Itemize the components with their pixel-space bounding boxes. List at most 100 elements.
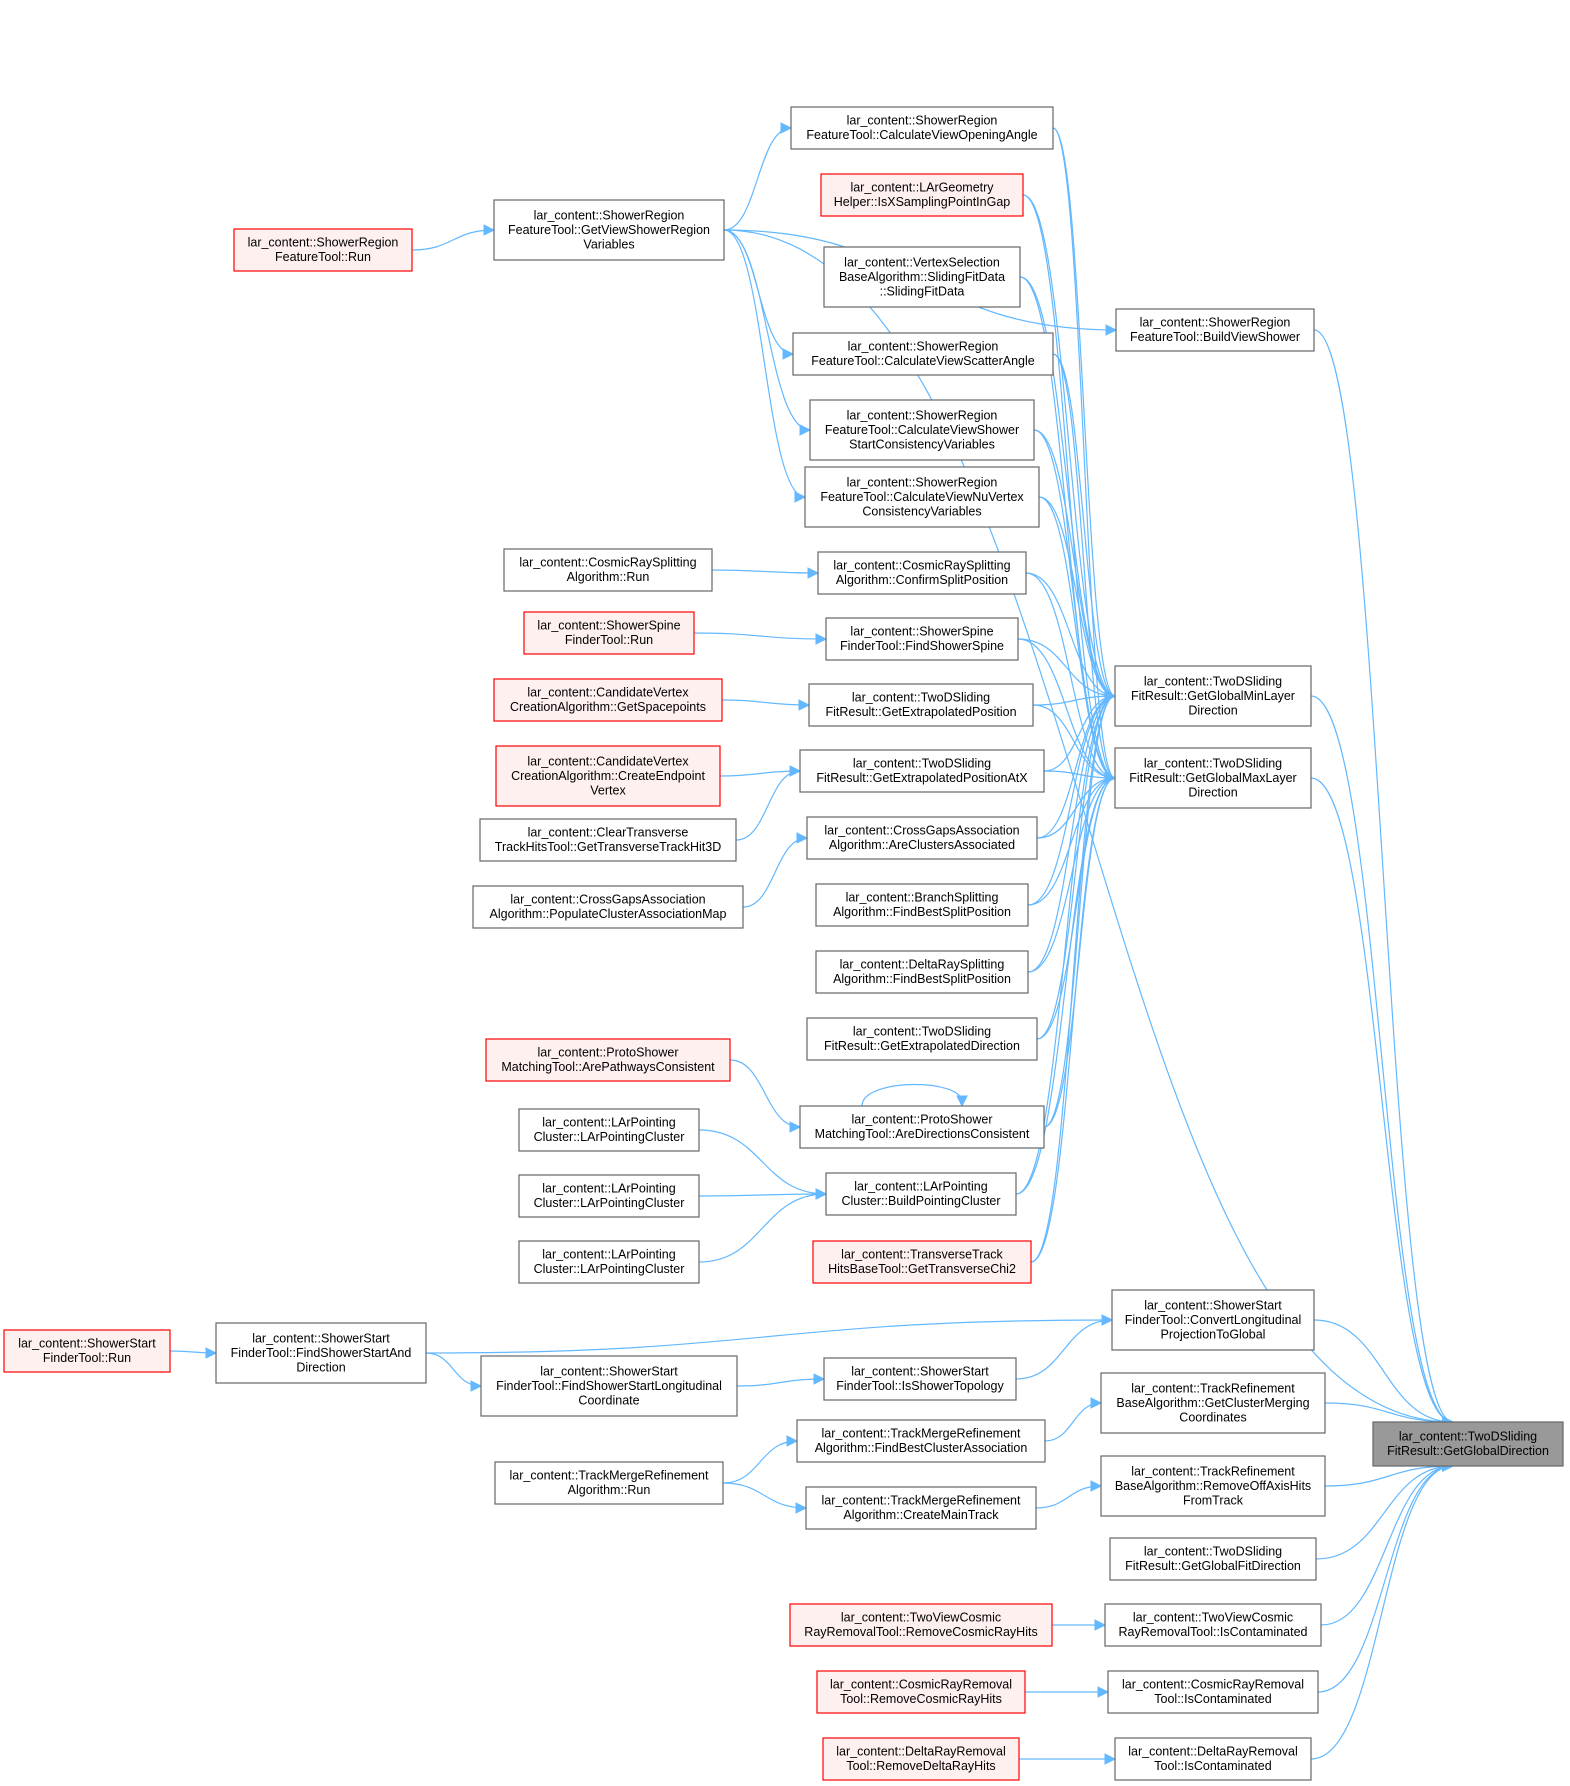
node-bsa[interactable]: lar_content::BranchSplittingAlgorithm::F… — [815, 883, 1029, 927]
node-minlayer[interactable]: lar_content::TwoDSlidingFitResult::GetGl… — [1114, 665, 1312, 727]
edge-arrowhead — [470, 1380, 483, 1392]
edge-cga_pcam-to-cga_aca — [742, 837, 808, 908]
node-maxlayer[interactable]: lar_content::TwoDSlidingFitResult::GetGl… — [1114, 747, 1312, 809]
node-lgeo[interactable]: lar_content::LArGeometryHelper::IsXSampl… — [820, 173, 1024, 217]
node-drrt_rdrh[interactable]: lar_content::DeltaRayRemovalTool::Remove… — [822, 1737, 1020, 1781]
node-ssft_clpg[interactable]: lar_content::ShowerStartFinderTool::Conv… — [1111, 1289, 1315, 1351]
node-label-line: Cluster::LArPointingCluster — [534, 1130, 685, 1144]
node-label-line: lar_content::LArPointing — [542, 1182, 675, 1196]
edge-arrowhead — [795, 1502, 808, 1514]
node-cga_aca[interactable]: lar_content::CrossGapsAssociationAlgorit… — [806, 816, 1038, 860]
node-tthb[interactable]: lar_content::TransverseTrackHitsBaseTool… — [812, 1240, 1032, 1284]
node-box — [825, 617, 1019, 661]
edge-tmra_run-to-tmra_fbca — [722, 1440, 798, 1484]
node-label-line: Helper::IsXSamplingPointInGap — [834, 195, 1011, 209]
edge-cth-to-tdsf_gepx — [735, 770, 801, 841]
node-lpc3[interactable]: lar_content::LArPointingCluster::LArPoin… — [518, 1240, 700, 1284]
node-label-line: lar_content::TrackMergeRefinement — [822, 1427, 1021, 1441]
node-lpc1[interactable]: lar_content::LArPointingCluster::LArPoin… — [518, 1108, 700, 1152]
node-psmt_apc[interactable]: lar_content::ProtoShowerMatchingTool::Ar… — [485, 1038, 731, 1082]
node-tdsf_gfd[interactable]: lar_content::TwoDSlidingFitResult::GetGl… — [1109, 1537, 1317, 1581]
node-label-line: Algorithm::FindBestSplitPosition — [833, 905, 1011, 919]
edge-bvs-to-root — [1313, 329, 1453, 1423]
node-psmt_adc[interactable]: lar_content::ProtoShowerMatchingTool::Ar… — [799, 1105, 1045, 1149]
node-crrt_ic[interactable]: lar_content::CosmicRayRemovalTool::IsCon… — [1107, 1670, 1319, 1714]
node-label-line: RayRemovalTool::IsContaminated — [1119, 1625, 1308, 1639]
node-tmra_fbca[interactable]: lar_content::TrackMergeRefinementAlgorit… — [796, 1419, 1046, 1463]
node-box — [523, 611, 695, 655]
node-label-line: BaseAlgorithm::GetClusterMerging — [1116, 1396, 1309, 1410]
edge-cga_aca-to-maxlayer — [1036, 777, 1116, 839]
edge-cvssc-to-maxlayer — [1033, 429, 1116, 779]
node-tmra_cmt[interactable]: lar_content::TrackMergeRefinementAlgorit… — [805, 1486, 1037, 1530]
edge-arrowhead — [1097, 1686, 1110, 1698]
edge-ssft_fsslc-to-ssft_ist — [736, 1378, 825, 1387]
node-vsba[interactable]: lar_content::VertexSelectionBaseAlgorith… — [823, 246, 1021, 308]
node-cvssc[interactable]: lar_content::ShowerRegionFeatureTool::Ca… — [809, 399, 1035, 461]
node-cga_pcam[interactable]: lar_content::CrossGapsAssociationAlgorit… — [472, 885, 744, 929]
node-cvca_gsp[interactable]: lar_content::CandidateVertexCreationAlgo… — [493, 678, 723, 722]
edge-arrowhead — [1104, 1753, 1117, 1765]
node-bvs[interactable]: lar_content::ShowerRegionFeatureTool::Bu… — [1115, 308, 1315, 352]
node-label-line: lar_content::TwoDSliding — [1144, 756, 1282, 770]
edge-crsa_run-to-crsa_csp — [711, 569, 819, 574]
node-tdsf_ged[interactable]: lar_content::TwoDSlidingFitResult::GetEx… — [806, 1017, 1038, 1061]
edge-cvsa-to-maxlayer — [1052, 353, 1116, 779]
edge-ssft_fss-to-minlayer — [1017, 638, 1116, 697]
node-box — [1114, 747, 1312, 809]
node-label-line: lar_content::CosmicRaySplitting — [519, 556, 696, 570]
node-box — [479, 818, 737, 862]
node-ssft_fssad[interactable]: lar_content::ShowerStartFinderTool::Find… — [215, 1322, 427, 1384]
node-label-line: lar_content::CandidateVertex — [527, 686, 689, 700]
node-gvsrv[interactable]: lar_content::ShowerRegionFeatureTool::Ge… — [493, 199, 725, 261]
edge-lpc1-to-lpc_bpc — [698, 1129, 827, 1195]
edge-crsa_csp-to-minlayer — [1025, 572, 1116, 697]
node-cth[interactable]: lar_content::ClearTransverseTrackHitsToo… — [479, 818, 737, 862]
node-crsa_run[interactable]: lar_content::CosmicRaySplittingAlgorithm… — [503, 548, 713, 592]
node-box — [495, 745, 721, 807]
edge-tdsf_gepx-to-maxlayer — [1043, 770, 1116, 779]
node-srft_run[interactable]: lar_content::ShowerRegionFeatureTool::Ru… — [233, 228, 413, 272]
node-lpc2[interactable]: lar_content::LArPointingCluster::LArPoin… — [518, 1174, 700, 1218]
node-label-line: CreationAlgorithm::GetSpacepoints — [510, 700, 706, 714]
node-cvnv[interactable]: lar_content::ShowerRegionFeatureTool::Ca… — [804, 466, 1040, 528]
node-drsa[interactable]: lar_content::DeltaRaySplittingAlgorithm:… — [815, 950, 1029, 994]
edge-tvcr_ic-to-root — [1320, 1465, 1453, 1626]
node-ssft_fss[interactable]: lar_content::ShowerSpineFinderTool::Find… — [825, 617, 1019, 661]
node-label-line: Direction — [1188, 703, 1237, 717]
node-cvsa[interactable]: lar_content::ShowerRegionFeatureTool::Ca… — [792, 332, 1054, 376]
node-label-line: Cluster::BuildPointingCluster — [841, 1194, 1000, 1208]
node-lpc_bpc[interactable]: lar_content::LArPointingCluster::BuildPo… — [825, 1172, 1017, 1216]
node-tdsf_gepx[interactable]: lar_content::TwoDSlidingFitResult::GetEx… — [799, 749, 1045, 793]
node-box — [1100, 1455, 1326, 1517]
node-label-line: FitResult::GetGlobalMinLayer — [1131, 689, 1295, 703]
node-label-line: FinderTool::FindShowerStartLongitudinal — [496, 1379, 722, 1393]
node-box — [1104, 1603, 1322, 1647]
node-box — [518, 1240, 700, 1284]
node-label-line: lar_content::TwoDSliding — [1144, 1545, 1282, 1559]
node-trba_roah[interactable]: lar_content::TrackRefinementBaseAlgorith… — [1100, 1455, 1326, 1517]
node-drrt_ic[interactable]: lar_content::DeltaRayRemovalTool::IsCont… — [1114, 1737, 1312, 1781]
node-tvcr_rcrh[interactable]: lar_content::TwoViewCosmicRayRemovalTool… — [789, 1603, 1053, 1647]
node-box — [792, 332, 1054, 376]
node-cvoa[interactable]: lar_content::ShowerRegionFeatureTool::Ca… — [790, 106, 1054, 150]
node-ssft_fsslc[interactable]: lar_content::ShowerStartFinderTool::Find… — [480, 1355, 738, 1417]
node-tvcr_ic[interactable]: lar_content::TwoViewCosmicRayRemovalTool… — [1104, 1603, 1322, 1647]
node-label-line: FeatureTool::CalculateViewScatterAngle — [811, 354, 1035, 368]
node-label-line: Cluster::LArPointingCluster — [534, 1196, 685, 1210]
node-crsa_csp[interactable]: lar_content::CosmicRaySplittingAlgorithm… — [817, 551, 1027, 595]
edge-tdsf_ged-to-maxlayer — [1036, 777, 1116, 1040]
node-label-line: lar_content::ShowerStart — [540, 1364, 678, 1378]
node-cvca_cev[interactable]: lar_content::CandidateVertexCreationAlgo… — [495, 745, 721, 807]
node-box — [1109, 1537, 1317, 1581]
node-root[interactable]: lar_content::TwoDSlidingFitResult::GetGl… — [1372, 1421, 1564, 1467]
node-tmra_run[interactable]: lar_content::TrackMergeRefinementAlgorit… — [494, 1461, 724, 1505]
node-ssft_ist[interactable]: lar_content::ShowerStartFinderTool::IsSh… — [823, 1357, 1017, 1401]
node-crrt_rcrh[interactable]: lar_content::CosmicRayRemovalTool::Remov… — [816, 1670, 1026, 1714]
node-trba_gcmc[interactable]: lar_content::TrackRefinementBaseAlgorith… — [1100, 1372, 1326, 1434]
node-label-line: lar_content::ShowerRegion — [847, 408, 998, 422]
edge-arrowhead — [813, 1373, 826, 1385]
node-tdsf_gep[interactable]: lar_content::TwoDSlidingFitResult::GetEx… — [808, 683, 1034, 727]
